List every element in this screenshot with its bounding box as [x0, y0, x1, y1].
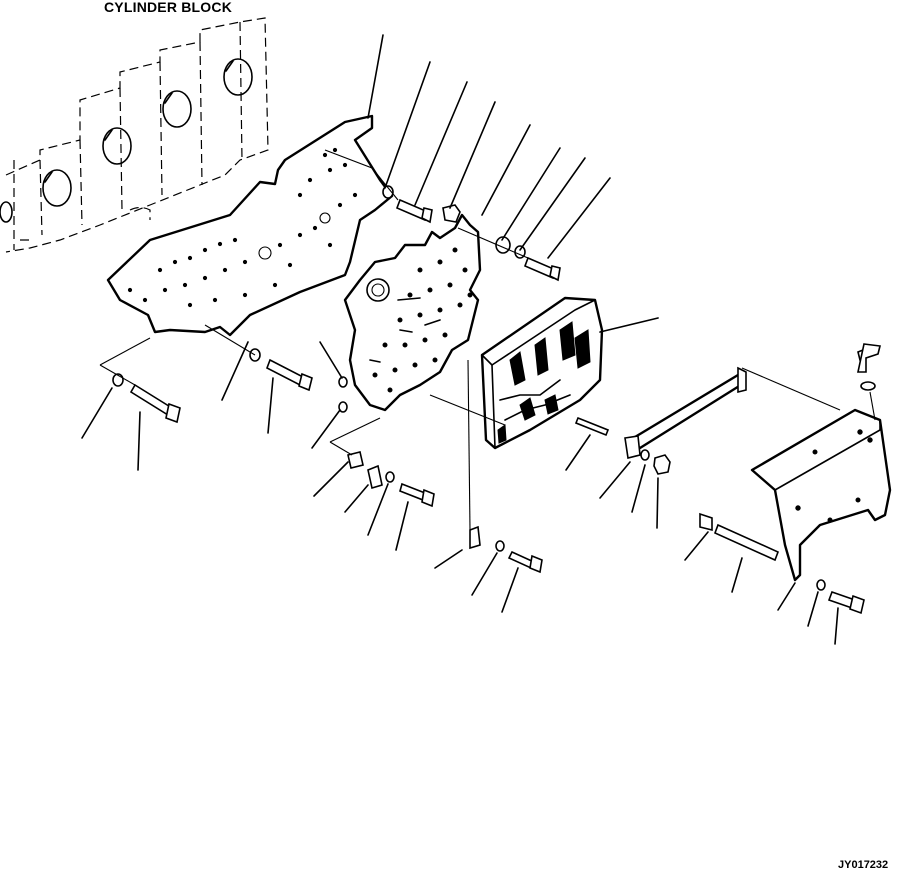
cylinder-block-icon — [0, 17, 269, 253]
gasket-icon — [106, 114, 394, 337]
pin-icon — [469, 416, 610, 550]
bracket-icon — [750, 408, 892, 582]
controller-unit-icon — [480, 296, 604, 450]
nut-icon — [653, 454, 671, 475]
front-cover-icon — [343, 213, 482, 412]
cylinder-block-label: CYLINDER BLOCK — [104, 0, 233, 15]
elbow-fitting-icon — [367, 464, 383, 490]
washer-icon — [112, 185, 876, 591]
o-ring-icon — [338, 376, 348, 413]
leader-lines — [81, 34, 839, 645]
stud-icon — [699, 512, 780, 562]
plug-icon — [347, 204, 461, 469]
projection-lines — [99, 149, 876, 531]
bolt-icon — [129, 198, 881, 615]
stay-rod-icon — [624, 366, 747, 459]
drawing-code-label: JY017232 — [838, 859, 889, 871]
